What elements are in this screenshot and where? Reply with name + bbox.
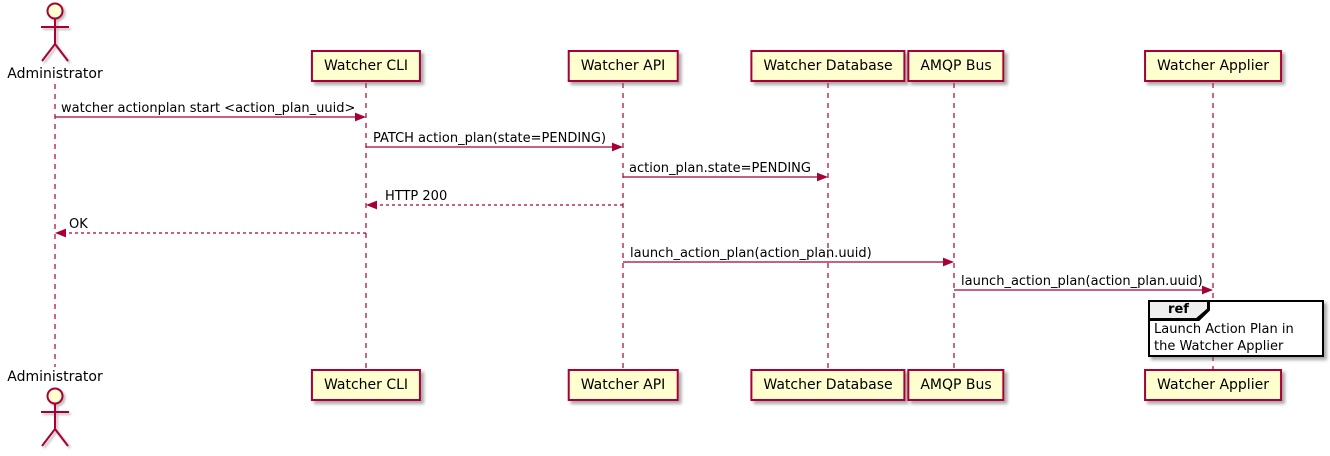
actor-label-administrator-bottom: Administrator (7, 369, 103, 385)
message-6-arrow (623, 257, 954, 267)
actor-head-icon (46, 387, 64, 405)
ref-fragment: ref Launch Action Plan in the Watcher Ap… (1148, 300, 1324, 357)
actor-head-icon (46, 2, 64, 20)
message-7-arrow (954, 285, 1213, 295)
message-4-return-arrow (366, 200, 623, 210)
actor-label-administrator-top: Administrator (7, 66, 103, 82)
message-1-label: watcher actionplan start <action_plan_uu… (61, 101, 356, 116)
message-6-label: launch_action_plan(action_plan.uuid) (630, 246, 872, 261)
actor-figure-bottom (41, 387, 69, 447)
actor-figure-top (41, 2, 69, 62)
ref-tab: ref (1150, 302, 1210, 321)
ref-text: Launch Action Plan in the Watcher Applie… (1154, 322, 1294, 354)
participant-top-watcher-database: Watcher Database (750, 50, 906, 82)
participant-top-watcher-api: Watcher API (567, 50, 679, 82)
message-7-label: launch_action_plan(action_plan.uuid) (961, 274, 1203, 289)
participant-bottom-watcher-applier: Watcher Applier (1144, 369, 1282, 401)
participant-bottom-watcher-database: Watcher Database (750, 369, 906, 401)
participant-top-watcher-applier: Watcher Applier (1144, 50, 1282, 82)
ref-keyword: ref (1150, 302, 1207, 318)
message-5-return-arrow (55, 228, 366, 238)
message-1-arrow (55, 112, 366, 122)
message-2-label: PATCH action_plan(state=PENDING) (373, 131, 607, 146)
message-3-label: action_plan.state=PENDING (629, 161, 811, 176)
participant-top-watcher-cli: Watcher CLI (310, 50, 422, 82)
participant-bottom-watcher-cli: Watcher CLI (310, 369, 422, 401)
participant-bottom-amqp-bus: AMQP Bus (907, 369, 1005, 401)
message-3-arrow (623, 172, 828, 182)
message-4-label: HTTP 200 (385, 189, 448, 204)
message-5-label: OK (69, 217, 88, 232)
message-2-arrow (366, 142, 623, 152)
participant-bottom-watcher-api: Watcher API (567, 369, 679, 401)
participant-top-amqp-bus: AMQP Bus (907, 50, 1005, 82)
